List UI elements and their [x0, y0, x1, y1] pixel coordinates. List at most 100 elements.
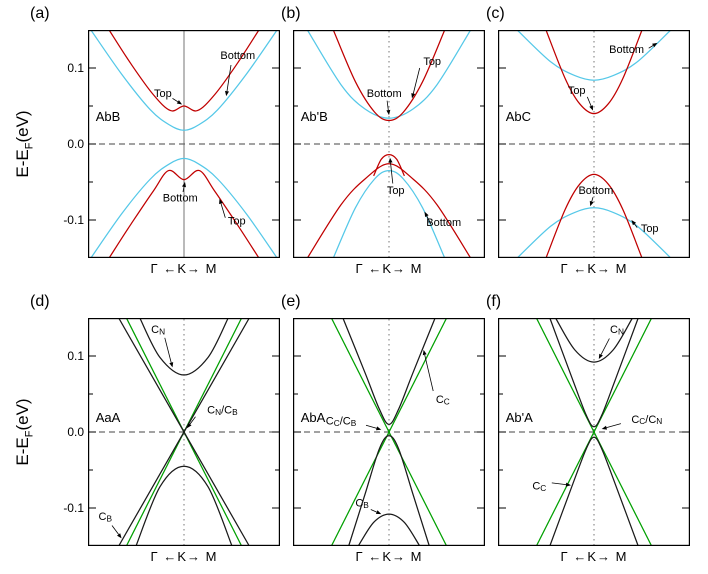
- bottom-band-valence-curve: [90, 157, 278, 258]
- annotation-label: CB: [355, 497, 369, 510]
- annotation-arrow-line: [220, 203, 226, 218]
- annotation-arrow-line: [365, 424, 377, 429]
- annotation-label: Bottom: [578, 185, 613, 197]
- panel-letter-e: (e): [281, 293, 301, 310]
- annotation-arrow-line: [386, 100, 389, 111]
- x-axis-label-d: Γ ←K→ M: [150, 549, 218, 564]
- bottom-band-conduction-curve: [306, 30, 472, 119]
- annotation-arrow-head: [376, 426, 382, 431]
- annotation-arrow-line: [634, 223, 638, 228]
- x-axis-label-c: Γ ←K→ M: [560, 261, 628, 276]
- annotation-arrow-head: [388, 157, 393, 163]
- panel-letter-f: (f): [486, 293, 502, 310]
- annotation-arrow-line: [591, 197, 594, 202]
- annotation-label: Top: [423, 56, 441, 68]
- annotation-label: Top: [154, 88, 172, 100]
- panel-system-label: AbC: [506, 109, 531, 124]
- top-band-valence-curve: [108, 169, 260, 258]
- y-axis-title-row2: E-EF(eV): [13, 382, 36, 482]
- x-axis-label-f: Γ ←K→ M: [560, 549, 628, 564]
- bottom-band-conduction-curve: [90, 30, 278, 131]
- cb-band-curve: [357, 513, 421, 546]
- top-band-valence-curve: [545, 173, 643, 258]
- annotation-label: Bottom: [367, 88, 402, 100]
- annotation-label: Top: [641, 223, 659, 235]
- annotation-arrow-head: [117, 533, 122, 539]
- panel-system-label: AbA: [301, 410, 326, 425]
- y-axis-title-sub: F: [23, 430, 36, 438]
- y-axis-title-sub: F: [23, 142, 36, 150]
- annotation-arrow-head: [652, 42, 658, 48]
- annotation-label: CC/CB: [326, 415, 357, 428]
- top-band-conduction-curve: [545, 30, 643, 115]
- annotation-label: CN: [151, 324, 165, 337]
- annotation-label: CB: [99, 511, 113, 524]
- annotation-label: CC/CN: [631, 414, 662, 427]
- annotation-arrow-line: [412, 67, 421, 94]
- top-band-conduction-curve: [108, 30, 260, 112]
- y-axis-title-units: (eV): [13, 398, 32, 431]
- annotation-arrow-line: [172, 98, 179, 103]
- annotation-label: CC: [532, 481, 546, 494]
- annotation-label: CC: [436, 394, 450, 407]
- panel-letter-a: (a): [30, 5, 50, 22]
- annotation-arrow-head: [225, 90, 229, 97]
- top-band-valence-split-curve: [373, 153, 405, 177]
- cn-cb-cross-band-2-curve: [118, 318, 250, 546]
- y-tick-row1-1: 0.0: [67, 137, 84, 151]
- cc-conduction-band-curve: [342, 318, 436, 426]
- annotation-arrow-line: [182, 186, 185, 192]
- y-tick-row1-2: -0.1: [63, 213, 84, 227]
- cn-band-curve: [555, 318, 633, 363]
- y-axis-title-row1: E-EF(eV): [13, 94, 36, 194]
- graphene-band-2-curve: [535, 318, 653, 546]
- panel-system-label: Ab'A: [506, 410, 533, 425]
- annotation-arrow-head: [631, 220, 637, 226]
- plot-border: [498, 318, 690, 546]
- annotation-arrow-head: [169, 362, 174, 368]
- plot-border: [293, 30, 485, 258]
- annotation-label: CN: [610, 324, 624, 337]
- panel-system-label: AaA: [96, 410, 121, 425]
- annotation-label: Bottom: [609, 44, 644, 56]
- y-tick-row1-0: 0.1: [67, 61, 84, 75]
- annotation-arrow-head: [182, 182, 186, 188]
- graphene-band-2-curve: [330, 318, 448, 546]
- y-tick-row2-2: -0.1: [63, 501, 84, 515]
- annotation-arrow-head: [386, 109, 391, 116]
- plot-border: [88, 318, 280, 546]
- annotation-arrow-head: [219, 198, 223, 205]
- panel-system-label: Ab'B: [301, 109, 328, 124]
- annotation-arrow-line: [390, 162, 394, 184]
- plot-border: [293, 318, 485, 546]
- annotation-arrow-line: [111, 525, 119, 535]
- top-band-valence-curve: [306, 163, 472, 258]
- annotation-arrow-head: [375, 510, 382, 515]
- annotation-arrow-line: [164, 337, 172, 363]
- annotation-arrow-line: [586, 96, 592, 107]
- annotation-arrow-line: [600, 338, 610, 355]
- annotation-arrow-head: [422, 349, 427, 356]
- annotation-label: Bottom: [163, 193, 198, 205]
- cc-valence-band-curve: [549, 436, 639, 546]
- annotation-arrow-line: [370, 509, 377, 513]
- cc-cn-conduction-band-curve: [549, 318, 639, 428]
- annotation-arrow-line: [424, 354, 434, 392]
- annotation-arrow-head: [601, 425, 607, 430]
- annotation-arrow-line: [606, 423, 622, 428]
- annotation-arrow-line: [551, 482, 567, 485]
- x-axis-label-a: Γ ←K→ M: [150, 261, 218, 276]
- panel-system-label: AbB: [96, 109, 121, 124]
- annotation-arrow-head: [598, 353, 603, 359]
- annotation-label: Bottom: [426, 217, 461, 229]
- panel-letter-c: (c): [486, 5, 505, 22]
- annotation-arrow-head: [589, 105, 593, 111]
- annotation-label: Top: [228, 215, 246, 227]
- annotation-label: Bottom: [220, 50, 255, 62]
